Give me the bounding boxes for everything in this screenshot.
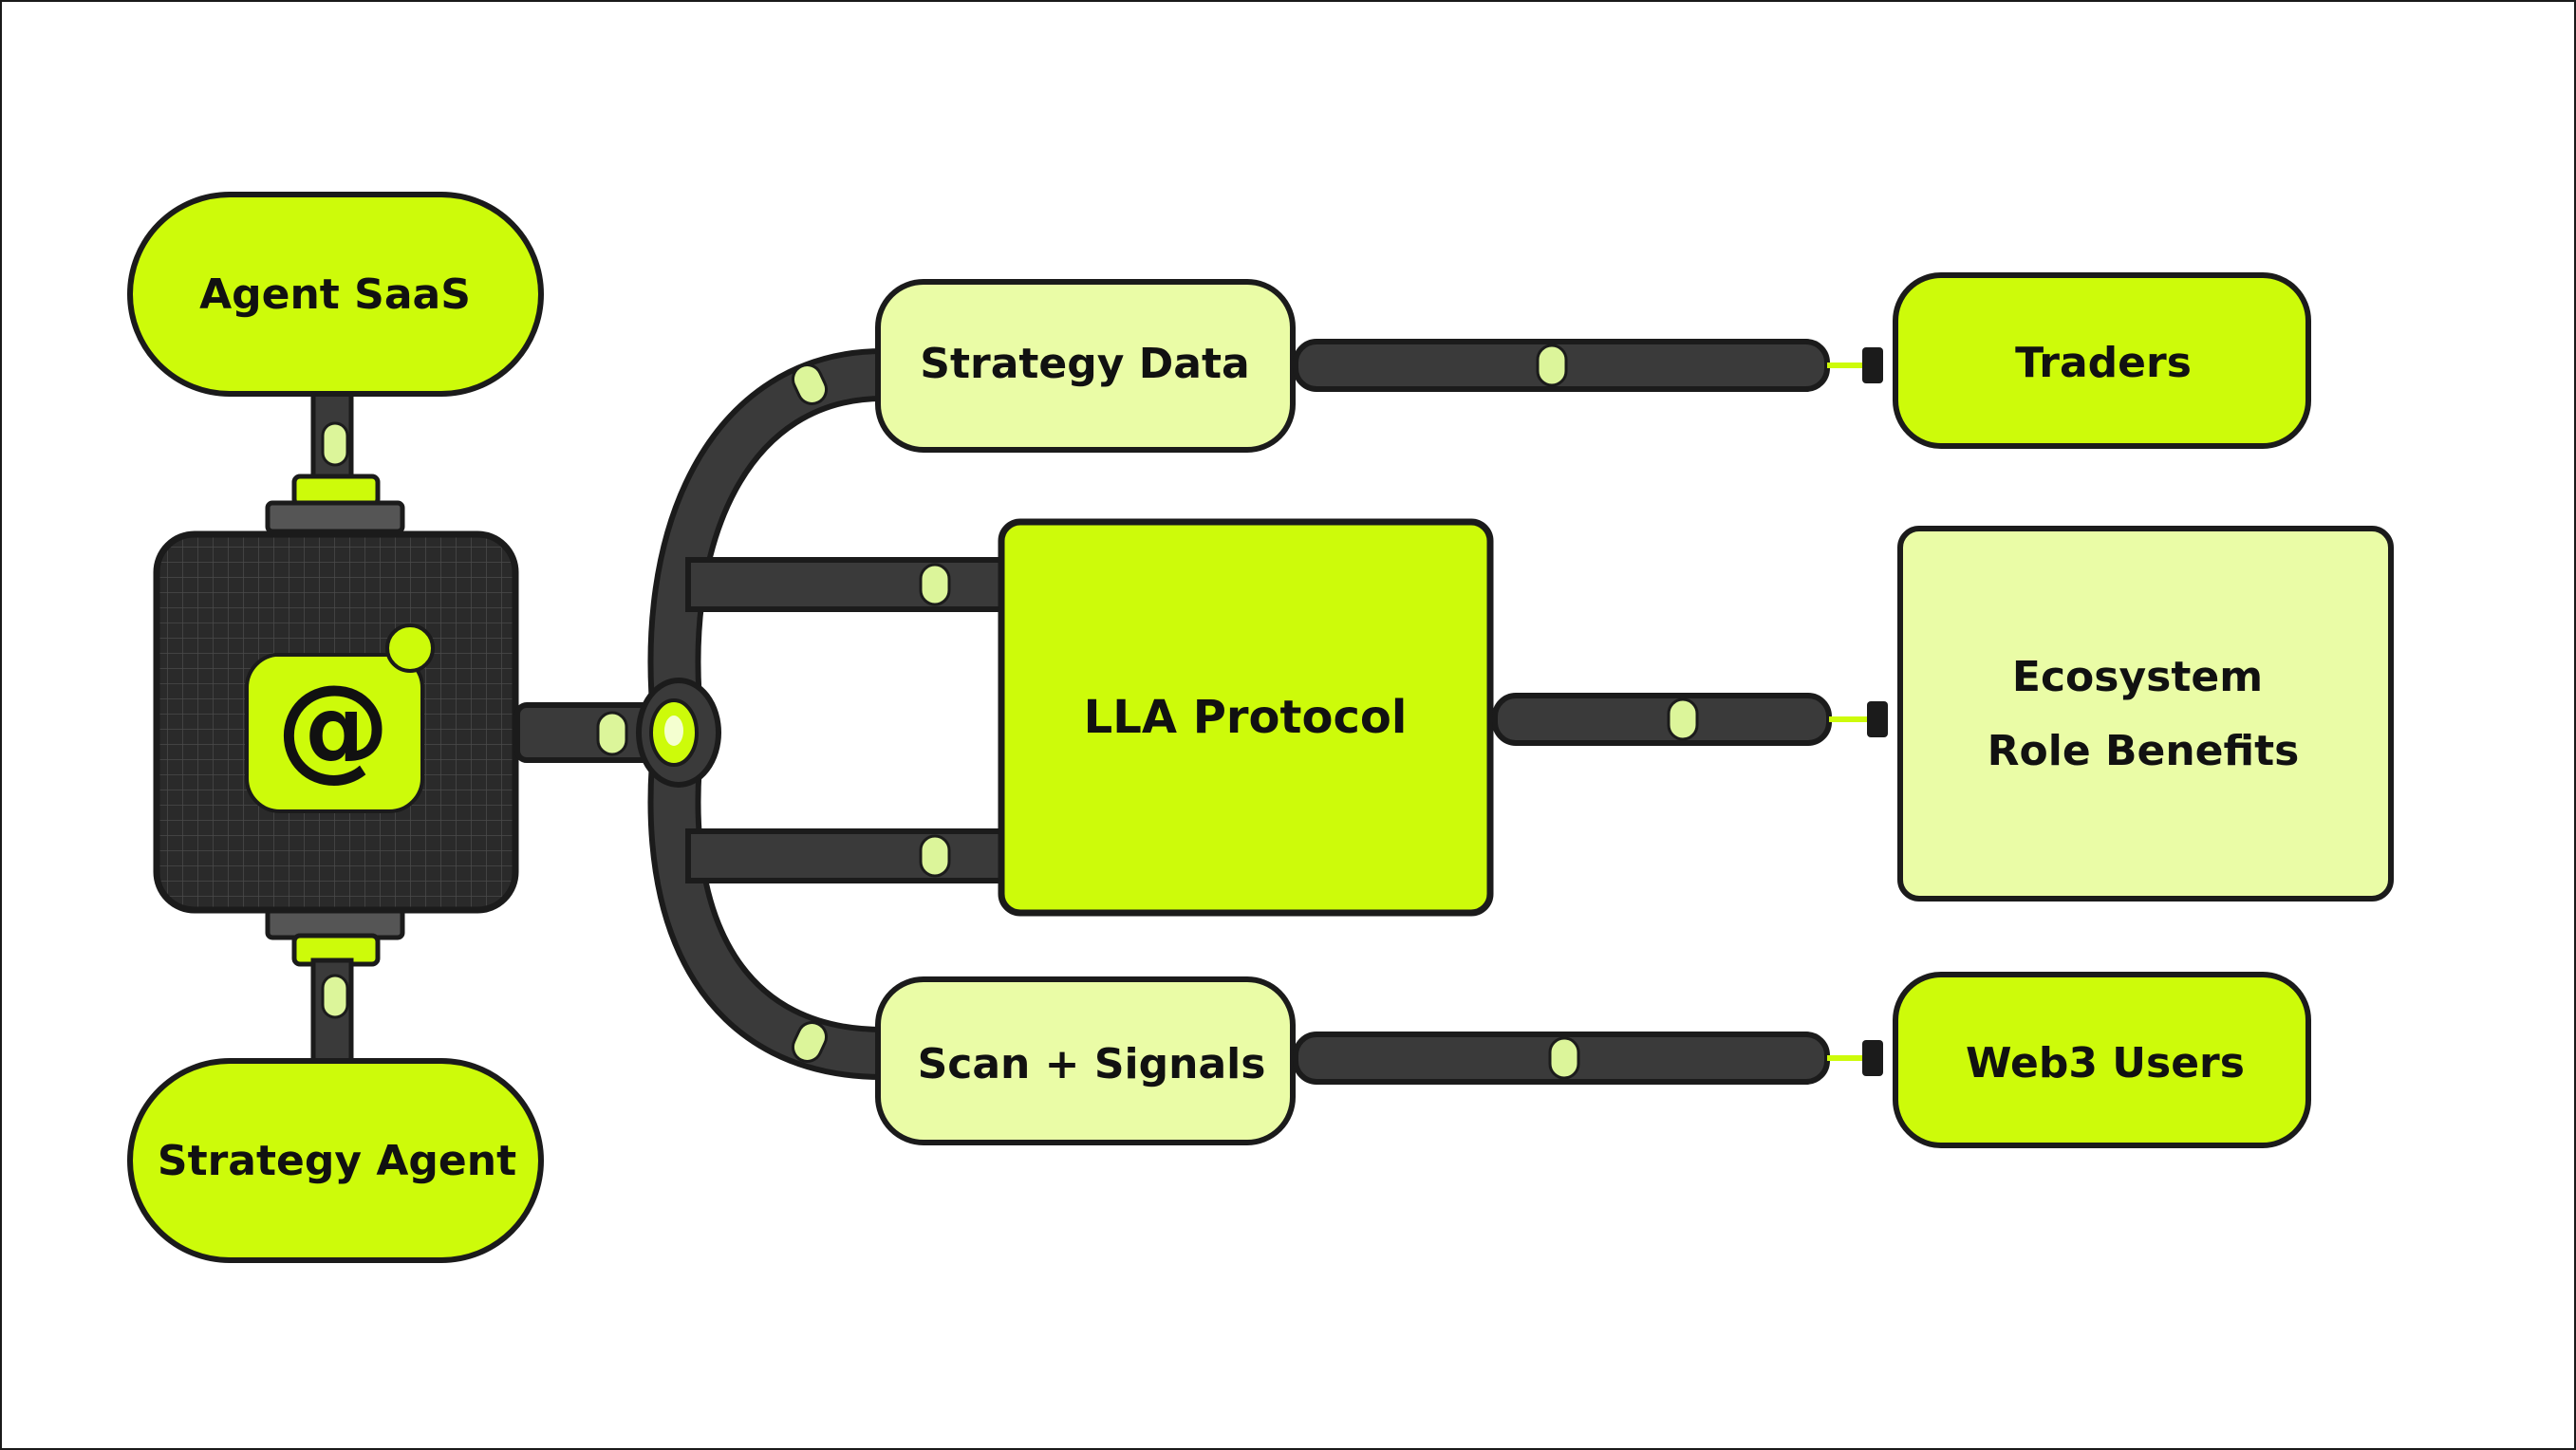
connector-lla-protocol-ecosystem [1492,693,1888,746]
hub-chip[interactable]: @ [153,530,519,914]
strategy-data-label: Strategy Data [920,340,1249,388]
flow-bead [919,563,951,606]
flow-bead [321,974,349,1019]
scan-signals-label: Scan + Signals [918,1040,1266,1088]
lla-protocol-label: LLA Protocol [1084,691,1408,744]
connector-strategy-data-traders [1293,339,1883,392]
flow-bead [791,363,829,405]
splitter-branches [647,348,1009,1080]
agent-saas-label: Agent SaaS [199,270,471,319]
connector-hub-agent-saas [265,386,405,534]
at-sign-icon: @ [244,623,435,813]
flow-bead [596,711,628,756]
node-agent-saas[interactable]: Agent SaaS [127,192,544,397]
node-lla-protocol[interactable]: LLA Protocol [998,518,1494,917]
connector-hub-strategy-agent [265,906,405,1068]
flow-bead [919,834,951,878]
strategy-agent-label: Strategy Agent [158,1137,516,1185]
connector-scan-signals-web3-users [1293,1032,1883,1085]
node-strategy-agent[interactable]: Strategy Agent [127,1058,544,1263]
flow-bead [1548,1036,1580,1080]
node-web3-users[interactable]: Web3 Users [1893,972,2311,1148]
ecosystem-label-line2: Role Benefits [1988,727,2300,775]
web3-users-label: Web3 Users [1966,1039,2245,1088]
node-scan-signals[interactable]: Scan + Signals [875,976,1296,1145]
flow-bead [1536,344,1568,387]
flow-bead [1667,697,1699,741]
splitter-node [636,678,721,788]
flow-bead [791,1021,829,1063]
traders-label: Traders [2015,339,2192,387]
node-strategy-data[interactable]: Strategy Data [875,279,1296,453]
node-ecosystem-role-benefits[interactable]: Ecosystem Role Benefits [1897,526,2394,902]
hub-glyph: @ [276,661,390,793]
ecosystem-label-line1: Ecosystem [2012,653,2263,701]
flow-bead [321,421,349,467]
node-traders[interactable]: Traders [1893,272,2311,449]
